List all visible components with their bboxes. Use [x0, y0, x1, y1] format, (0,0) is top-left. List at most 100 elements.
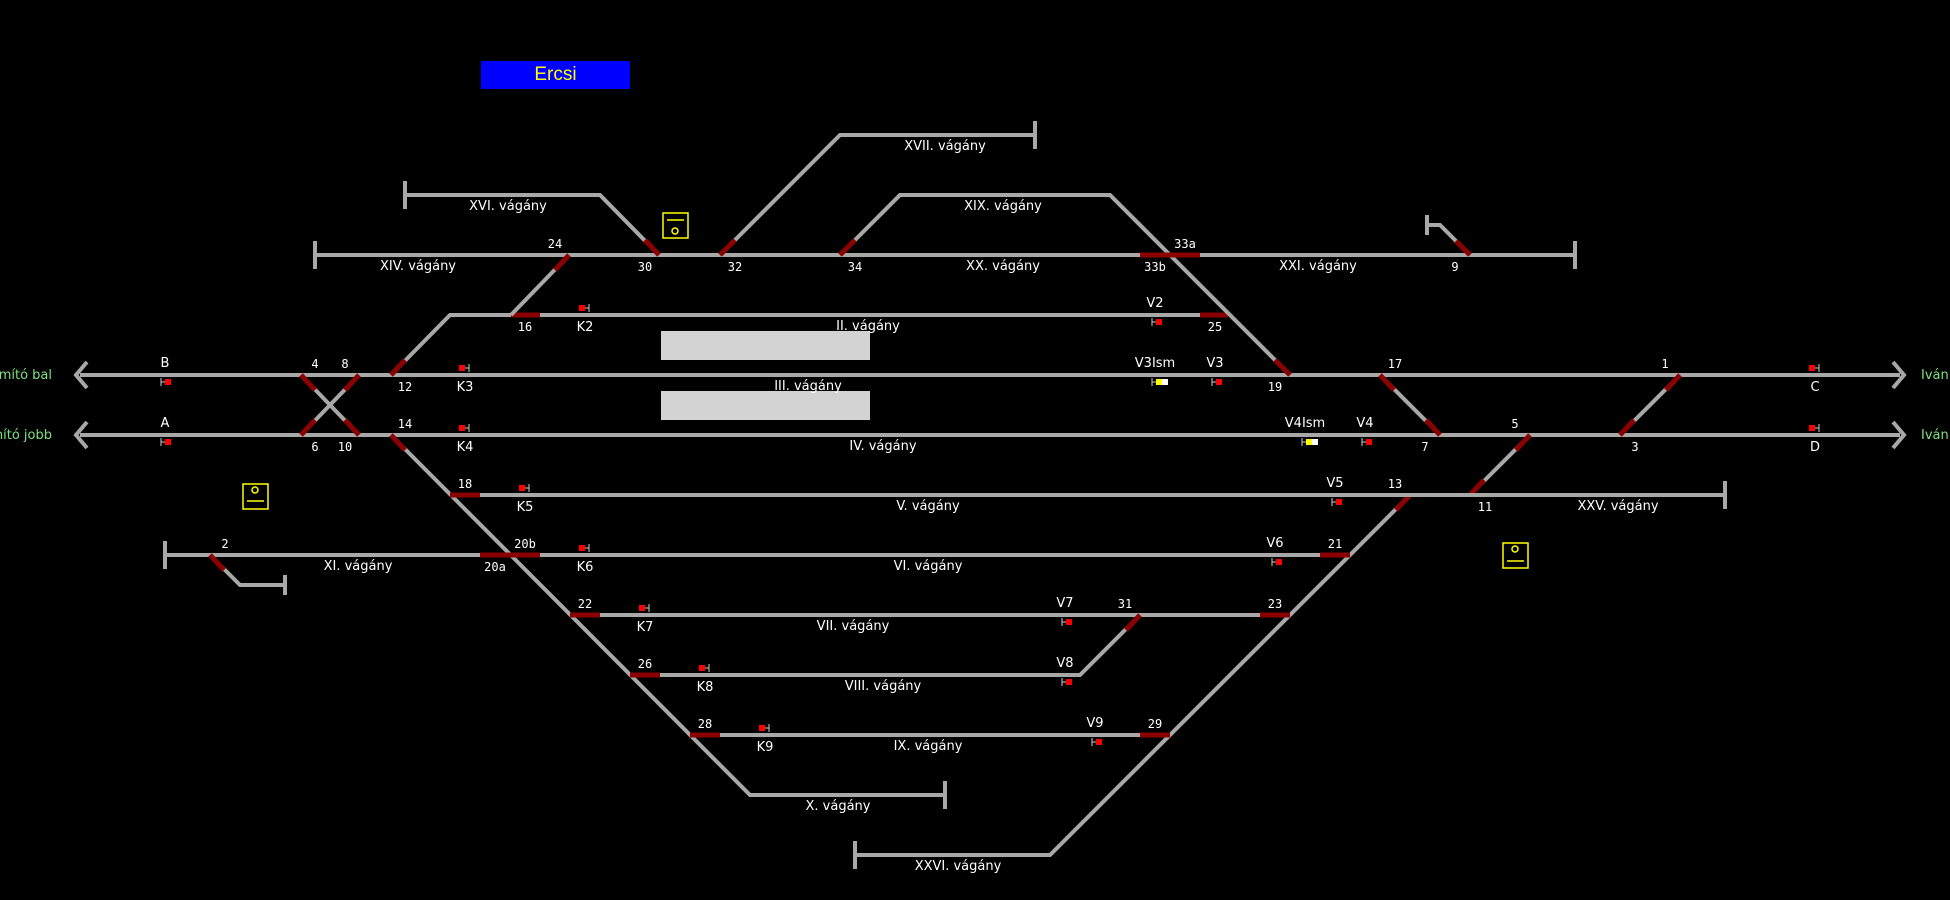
- stub-9[interactable]: [1425, 215, 1472, 257]
- signal-V2[interactable]: [1151, 318, 1162, 326]
- track-label-IV: IV. vágány: [849, 439, 916, 454]
- signal-lamp-icon: [165, 439, 171, 445]
- track-XI-VI[interactable]: [163, 541, 1350, 569]
- station-building-icon: [1502, 542, 1529, 569]
- switch-32: 32: [728, 260, 742, 274]
- signal-B[interactable]: [160, 378, 171, 386]
- signal-V3Ism[interactable]: [1151, 378, 1168, 386]
- track-label-VI: VI. vágány: [894, 559, 963, 574]
- signal-K3[interactable]: [459, 364, 470, 372]
- signal-V3[interactable]: [1211, 378, 1222, 386]
- switch-24-16[interactable]: [509, 253, 571, 317]
- switch-16: 16: [518, 320, 532, 334]
- direction-right-upper: Iván: [1921, 368, 1949, 383]
- signal-label-V7: V7: [1056, 596, 1073, 611]
- track-XVII[interactable]: [718, 121, 1037, 257]
- crossover-5-11[interactable]: [1468, 433, 1532, 497]
- switch-34: 34: [848, 260, 862, 274]
- signal-lamp-icon: [519, 485, 525, 491]
- track-label-VIII: VIII. vágány: [845, 679, 922, 694]
- switch-2: 2: [221, 537, 228, 551]
- signal-label-K7: K7: [637, 620, 654, 635]
- signal-label-V8: V8: [1056, 656, 1073, 671]
- track-XIX[interactable]: [838, 193, 1292, 377]
- track-label-XXV: XXV. vágány: [1577, 499, 1658, 514]
- direction-left-upper: omító bal: [0, 368, 52, 383]
- switch-33b: 33b: [1144, 260, 1166, 274]
- signal-K7[interactable]: [639, 604, 650, 612]
- signal-K5[interactable]: [519, 484, 530, 492]
- switch-21: 21: [1328, 537, 1342, 551]
- signal-lamp-icon: [1276, 559, 1282, 565]
- crossover-17-7[interactable]: [1378, 373, 1442, 437]
- arrow-left-upper-icon: [73, 360, 89, 390]
- signal-label-K3: K3: [457, 380, 474, 395]
- switch-30: 30: [638, 260, 652, 274]
- signal-label-V3: V3: [1206, 356, 1223, 371]
- signal-V4Ism[interactable]: [1301, 438, 1318, 446]
- track-label-XX: XX. vágány: [966, 259, 1040, 274]
- signal-lamp-icon: [1366, 439, 1372, 445]
- track-label-VII: VII. vágány: [817, 619, 890, 634]
- signal-lamp-white-icon: [1312, 439, 1318, 445]
- stub-2[interactable]: [208, 553, 287, 595]
- signal-K9[interactable]: [759, 724, 770, 732]
- direction-right-lower: Iván: [1921, 428, 1949, 443]
- signal-K8[interactable]: [699, 664, 710, 672]
- signal-label-K4: K4: [457, 440, 474, 455]
- switch-20b: 20b: [514, 537, 536, 551]
- crossover-1-3[interactable]: [1618, 373, 1682, 437]
- signal-lamp-icon: [1156, 379, 1162, 385]
- switch-4: 4: [311, 357, 318, 371]
- signal-lamp-icon: [1156, 319, 1162, 325]
- switch-26: 26: [638, 657, 652, 671]
- switch-1: 1: [1661, 357, 1668, 371]
- signal-label-V6: V6: [1266, 536, 1283, 551]
- fan-right[interactable]: [853, 493, 1412, 869]
- track-XIV-XX-XXI[interactable]: [313, 241, 1577, 269]
- arrow-left-lower-icon: [73, 420, 89, 450]
- signal-D[interactable]: [1809, 424, 1820, 432]
- signal-A[interactable]: [160, 438, 171, 446]
- track-label-XVII: XVII. vágány: [904, 139, 986, 154]
- switch-9: 9: [1451, 260, 1458, 274]
- signal-V5[interactable]: [1331, 498, 1342, 506]
- signal-V8[interactable]: [1061, 678, 1072, 686]
- signal-V7[interactable]: [1061, 618, 1072, 626]
- signal-V6[interactable]: [1271, 558, 1282, 566]
- track-II[interactable]: [389, 312, 1228, 377]
- signal-lamp-icon: [1096, 739, 1102, 745]
- signal-K6[interactable]: [579, 544, 590, 552]
- track-XVI[interactable]: [403, 181, 661, 257]
- crossover-4-6-8-10[interactable]: [299, 373, 361, 437]
- switch-13: 13: [1388, 477, 1402, 491]
- track-label-XIX: XIX. vágány: [964, 199, 1042, 214]
- station-building-icon: [242, 483, 269, 510]
- switch-11: 11: [1478, 500, 1492, 514]
- arrow-right-lower-icon: [1891, 420, 1907, 450]
- signal-label-K6: K6: [577, 560, 594, 575]
- switch-33a: 33a: [1174, 237, 1196, 251]
- track-VIII[interactable]: [630, 613, 1142, 678]
- signal-lamp-icon: [759, 725, 765, 731]
- platform-lower: [661, 391, 870, 420]
- track-label-XI: XI. vágány: [324, 559, 393, 574]
- signal-lamp-icon: [1809, 365, 1815, 371]
- signal-K2[interactable]: [579, 304, 590, 312]
- signal-lamp-icon: [1216, 379, 1222, 385]
- signal-V9[interactable]: [1091, 738, 1102, 746]
- track-label-XVI: XVI. vágány: [469, 199, 547, 214]
- signal-lamp-icon: [165, 379, 171, 385]
- signal-lamp-icon: [639, 605, 645, 611]
- switch-29: 29: [1148, 717, 1162, 731]
- signal-C[interactable]: [1809, 364, 1820, 372]
- signal-label-V9: V9: [1086, 716, 1103, 731]
- signal-label-K9: K9: [757, 740, 774, 755]
- signal-K4[interactable]: [459, 424, 470, 432]
- signal-lamp-white-icon: [1162, 379, 1168, 385]
- signal-label-A: A: [161, 416, 170, 431]
- signal-label-D: D: [1810, 440, 1820, 455]
- signal-V4[interactable]: [1361, 438, 1372, 446]
- track-V-XXV[interactable]: [450, 481, 1727, 509]
- switch-5: 5: [1511, 417, 1518, 431]
